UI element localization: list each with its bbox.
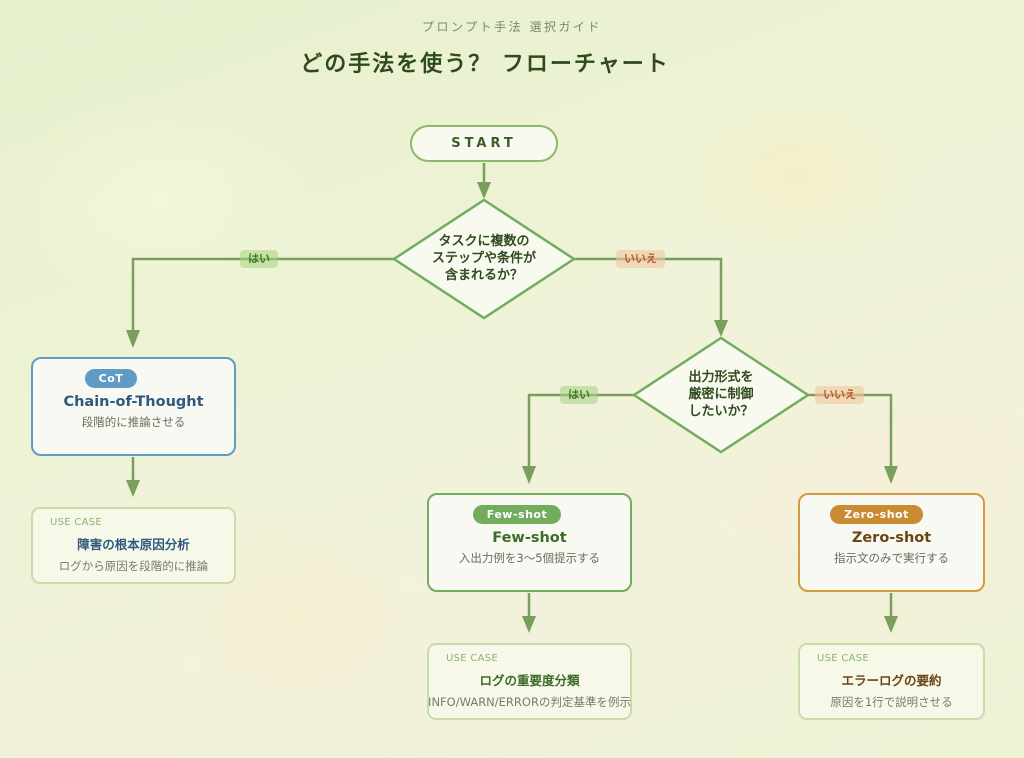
method-card-zero-shot: Zero-shot Zero-shot 指示文のみで実行する (798, 493, 985, 592)
usecase-card-cot: USE CASE 障害の根本原因分析 ログから原因を段階的に推論 (31, 507, 236, 584)
start-node: START (410, 125, 558, 162)
method-name-few-shot: Few-shot (492, 530, 567, 546)
arrowhead-start-to-q1 (477, 182, 491, 199)
usecase-label: USE CASE (817, 653, 870, 664)
method-badge-zero-shot: Zero-shot (830, 505, 923, 524)
connector-q1-yes (131, 257, 394, 330)
decision-q1-text: タスクに複数の ステップや条件が 含まれるか？ (404, 233, 564, 284)
method-badge-cot: CoT (84, 369, 138, 388)
arrowhead-q2-yes (522, 466, 536, 484)
method-card-few-shot: Few-shot Few-shot 入出力例を3〜5個提示する (427, 493, 632, 592)
decision-q1-line: ステップや条件が (431, 251, 536, 266)
usecase-label: USE CASE (50, 517, 103, 528)
page-title: どの手法を使う？ フローチャート (300, 52, 670, 77)
method-card-cot: CoT Chain-of-Thought 段階的に推論させる (31, 357, 236, 456)
method-badge-few-shot: Few-shot (472, 505, 562, 524)
usecase-label: USE CASE (446, 653, 499, 664)
decision-diamond-q1 (391, 198, 577, 320)
decision-q1-line: 含まれるか？ (444, 268, 523, 283)
connector-q2-yes (527, 393, 634, 466)
decision-q2-line: 出力形式を (688, 370, 754, 385)
decision-q1-line: タスクに複数の (438, 234, 530, 249)
arrowhead-few-to-usecase (522, 616, 536, 633)
arrowhead-q2-no (884, 466, 898, 484)
arrowhead-q1-yes (126, 330, 140, 348)
method-desc-zero-shot: 指示文のみで実行する (834, 551, 949, 565)
usecase-card-zero-shot: USE CASE エラーログの要約 原因を1行で説明させる (798, 643, 985, 720)
connector-q2-no (808, 393, 893, 466)
usecase-title-few-shot: ログの重要度分類 (479, 673, 580, 688)
decision-diamond-q2 (631, 336, 811, 454)
decision-q2-line: 厳密に制御 (688, 387, 754, 402)
decision-q2-line: したいか？ (688, 404, 754, 419)
method-name-cot: Chain-of-Thought (63, 394, 204, 410)
usecase-title-zero-shot: エラーログの要約 (841, 673, 942, 688)
method-desc-cot: 段階的に推論させる (81, 415, 186, 429)
usecase-desc-zero-shot: 原因を1行で説明させる (830, 695, 953, 709)
page-subtitle: プロンプト手法 選択ガイド (422, 20, 602, 34)
edge-label-q2-no: いいえ (815, 386, 864, 404)
arrowhead-zero-to-usecase (884, 616, 898, 633)
method-desc-few-shot: 入出力例を3〜5個提示する (458, 551, 601, 565)
arrowhead-cot-to-usecase (126, 480, 140, 497)
edge-label-q2-yes: はい (560, 386, 598, 404)
method-name-zero-shot: Zero-shot (851, 530, 932, 546)
usecase-card-few-shot: USE CASE ログの重要度分類 INFO/WARN/ERRORの判定基準を例… (427, 643, 632, 720)
arrowhead-q1-no (714, 320, 728, 337)
usecase-title-cot: 障害の根本原因分析 (77, 537, 190, 552)
connector-q1-no (574, 257, 723, 320)
edge-label-q1-yes: はい (240, 250, 278, 268)
decision-q2-text: 出力形式を 厳密に制御 したいか？ (651, 369, 791, 420)
edge-label-q1-no: いいえ (616, 250, 665, 268)
usecase-desc-few-shot: INFO/WARN/ERRORの判定基準を例示 (428, 695, 631, 709)
usecase-desc-cot: ログから原因を段階的に推論 (58, 559, 209, 573)
